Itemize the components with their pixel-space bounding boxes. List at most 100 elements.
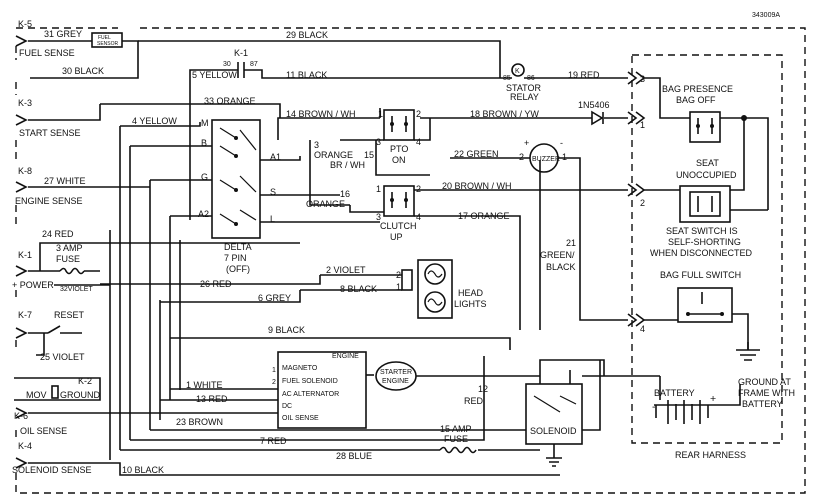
bag-full-label: BAG FULL SWITCH bbox=[660, 270, 741, 280]
wire-violet25: 25 VIOLET bbox=[40, 352, 85, 362]
svg-text:87: 87 bbox=[250, 61, 258, 68]
wire-red7: 7 RED bbox=[260, 436, 287, 446]
svg-text:15 AMP: 15 AMP bbox=[440, 424, 472, 434]
wire-brownwh20: 20 BROWN / WH bbox=[442, 181, 512, 191]
svg-text:BAG OFF: BAG OFF bbox=[676, 95, 716, 105]
wire-white1: 1 WHITE bbox=[186, 380, 223, 390]
svg-text:4: 4 bbox=[416, 212, 421, 222]
svg-text:OIL SENSE: OIL SENSE bbox=[282, 415, 319, 422]
svg-text:ENGINE: ENGINE bbox=[382, 378, 409, 385]
buzzer: BUZZER + - 2 1 22 GREEN 21 GREEN/ BLACK bbox=[450, 138, 628, 330]
svg-text:L: L bbox=[270, 214, 275, 224]
svg-text:BATTERY: BATTERY bbox=[742, 399, 783, 409]
reset-label: RESET bbox=[54, 310, 85, 320]
svg-text:3 AMP: 3 AMP bbox=[56, 243, 83, 253]
wire-violet32: 32VIOLET bbox=[60, 286, 93, 293]
svg-text:WHEN DISCONNECTED: WHEN DISCONNECTED bbox=[650, 248, 753, 258]
svg-text:2: 2 bbox=[272, 379, 276, 386]
pto-switch: 1 2 3 4 PTO ON 3 ORANGE 15 BR / WH bbox=[309, 108, 431, 206]
wire-green22: 22 GREEN bbox=[454, 149, 499, 159]
doc-id: 343009A bbox=[752, 12, 780, 19]
wire-red13: 13 RED bbox=[196, 394, 228, 404]
svg-text:2: 2 bbox=[640, 198, 645, 208]
svg-text:+: + bbox=[524, 138, 529, 148]
stator-relay bbox=[511, 63, 525, 77]
svg-text:FUSE: FUSE bbox=[444, 434, 468, 444]
delta-switch: M B G A2 A1 S L DELTA 7 PIN (OFF) bbox=[130, 118, 380, 274]
power-label: + POWER bbox=[12, 280, 54, 290]
svg-text:M: M bbox=[201, 118, 209, 128]
wire-violet2: 2 VIOLET bbox=[326, 265, 366, 275]
start-sense-label: START SENSE bbox=[19, 128, 81, 138]
svg-text:2: 2 bbox=[416, 109, 421, 119]
svg-text:BLACK: BLACK bbox=[546, 262, 576, 272]
wire-brown23: 23 BROWN bbox=[176, 417, 223, 427]
ground-label: GROUND bbox=[60, 390, 100, 400]
svg-text:1: 1 bbox=[376, 184, 381, 194]
svg-text:3: 3 bbox=[376, 212, 381, 222]
svg-text:-: - bbox=[560, 138, 563, 148]
svg-text:RED: RED bbox=[464, 396, 484, 406]
k7-label: K-7 bbox=[18, 310, 32, 320]
fuse-15amp bbox=[439, 446, 477, 454]
svg-text:4: 4 bbox=[416, 137, 421, 147]
svg-text:BR / WH: BR / WH bbox=[330, 160, 365, 170]
svg-text:15: 15 bbox=[364, 150, 374, 160]
battery-plus: + bbox=[710, 393, 716, 405]
wire-red19: 19 RED bbox=[568, 70, 600, 80]
starter-engine bbox=[375, 361, 417, 391]
svg-text:DC: DC bbox=[282, 403, 292, 410]
svg-text:30: 30 bbox=[223, 61, 231, 68]
svg-text:SELF-SHORTING: SELF-SHORTING bbox=[668, 237, 741, 247]
svg-text:BUZZER: BUZZER bbox=[532, 156, 560, 163]
svg-text:SENSOR: SENSOR bbox=[97, 41, 119, 47]
wire-black9: 9 BLACK bbox=[268, 325, 305, 335]
svg-text:21: 21 bbox=[566, 238, 576, 248]
fuel-sensor-box bbox=[91, 32, 123, 48]
svg-text:B: B bbox=[201, 138, 207, 148]
k5-label: K-5 bbox=[18, 19, 32, 29]
k8-label: K-8 bbox=[18, 166, 32, 176]
svg-text:STARTER: STARTER bbox=[380, 369, 412, 376]
k1-relay bbox=[189, 69, 512, 79]
diode-1n5406 bbox=[591, 110, 604, 126]
k4-label: K-4 bbox=[18, 441, 32, 451]
fuel-sense-label: FUEL SENSE bbox=[19, 48, 75, 58]
svg-text:DELTA: DELTA bbox=[224, 242, 252, 252]
svg-text:CLUTCH: CLUTCH bbox=[380, 221, 417, 231]
bag-presence-label: BAG PRESENCE bbox=[662, 84, 733, 94]
wire-black11: 11 BLACK bbox=[286, 70, 327, 80]
svg-text:ON: ON bbox=[392, 155, 406, 165]
solenoid-sense-label: SOLENOID SENSE bbox=[12, 465, 92, 475]
wire-white27: 27 WHITE bbox=[44, 176, 86, 186]
middle-wiring: 26 RED 6 GREY 9 BLACK 1 WHITE 13 RED 23 … bbox=[100, 126, 601, 461]
svg-text:16: 16 bbox=[340, 189, 350, 199]
clutch-switch: 1 2 3 4 CLUTCH UP 16 ORANGE 20 BROWN / W… bbox=[306, 181, 628, 330]
svg-text:RELAY: RELAY bbox=[510, 92, 539, 102]
svg-text:1N5406: 1N5406 bbox=[578, 100, 610, 110]
k1-relay-label: K-1 bbox=[234, 48, 248, 58]
svg-text:MAGNETO: MAGNETO bbox=[282, 365, 318, 372]
wire-yellow5: 5 YELLOW bbox=[192, 70, 237, 80]
svg-text:SEAT SWITCH IS: SEAT SWITCH IS bbox=[666, 226, 738, 236]
svg-text:3: 3 bbox=[640, 74, 645, 84]
battery-label: BATTERY bbox=[654, 388, 695, 398]
svg-text:FUEL: FUEL bbox=[98, 35, 111, 41]
svg-text:STATOR: STATOR bbox=[506, 83, 542, 93]
svg-text:S: S bbox=[270, 187, 276, 197]
svg-text:1: 1 bbox=[272, 367, 276, 374]
svg-text:12: 12 bbox=[478, 384, 488, 394]
svg-text:FUSE: FUSE bbox=[56, 254, 80, 264]
rear-harness-box bbox=[631, 54, 783, 444]
svg-text:3: 3 bbox=[376, 137, 381, 147]
svg-text:(OFF): (OFF) bbox=[226, 264, 250, 274]
k3-label: K-3 bbox=[18, 98, 32, 108]
svg-text:PTO: PTO bbox=[390, 144, 408, 154]
wire-red26: 26 RED bbox=[200, 279, 232, 289]
oil-sense-label: OIL SENSE bbox=[20, 426, 67, 436]
k1-label: K-1 bbox=[18, 250, 32, 260]
rear-harness-label: REAR HARNESS bbox=[675, 450, 746, 460]
mov-label: MOV bbox=[26, 390, 47, 400]
svg-text:1: 1 bbox=[396, 282, 401, 292]
